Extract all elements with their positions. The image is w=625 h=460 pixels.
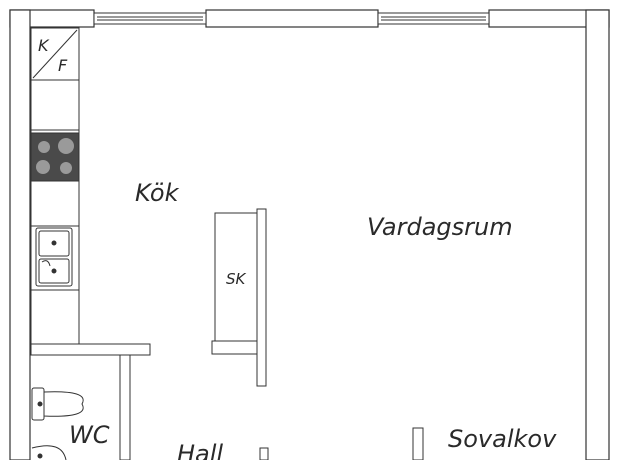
- toilet-icon: [31, 387, 84, 421]
- room-label-bedroom-alcove: Sovalkov: [448, 425, 557, 453]
- closet: [211, 208, 267, 387]
- fridge-label-k: K: [38, 36, 50, 55]
- outer-walls: [9, 9, 610, 460]
- room-label-kitchen: Kök: [135, 179, 180, 207]
- room-label-wc: WC: [69, 421, 110, 449]
- window-left: [93, 12, 207, 25]
- fridge-freezer: K F: [32, 29, 78, 79]
- stove-icon: [30, 132, 80, 182]
- left-wall: [9, 9, 31, 460]
- wc-walls: [30, 343, 151, 460]
- right-wall: [585, 9, 610, 460]
- room-label-living-room: Vardagsrum: [367, 213, 513, 241]
- closet-label: SK: [226, 270, 247, 288]
- top-wall-middle: [205, 9, 379, 28]
- sink-icon: [35, 227, 73, 287]
- room-label-hall: Hall: [177, 440, 223, 460]
- hall-wall-stub: [259, 447, 269, 460]
- washbasin-icon: [31, 445, 67, 460]
- window-right: [377, 12, 490, 25]
- fridge-label-f: F: [58, 56, 68, 75]
- kitchen-counter: [30, 27, 80, 345]
- sovalkov-wall-stub: [412, 427, 424, 460]
